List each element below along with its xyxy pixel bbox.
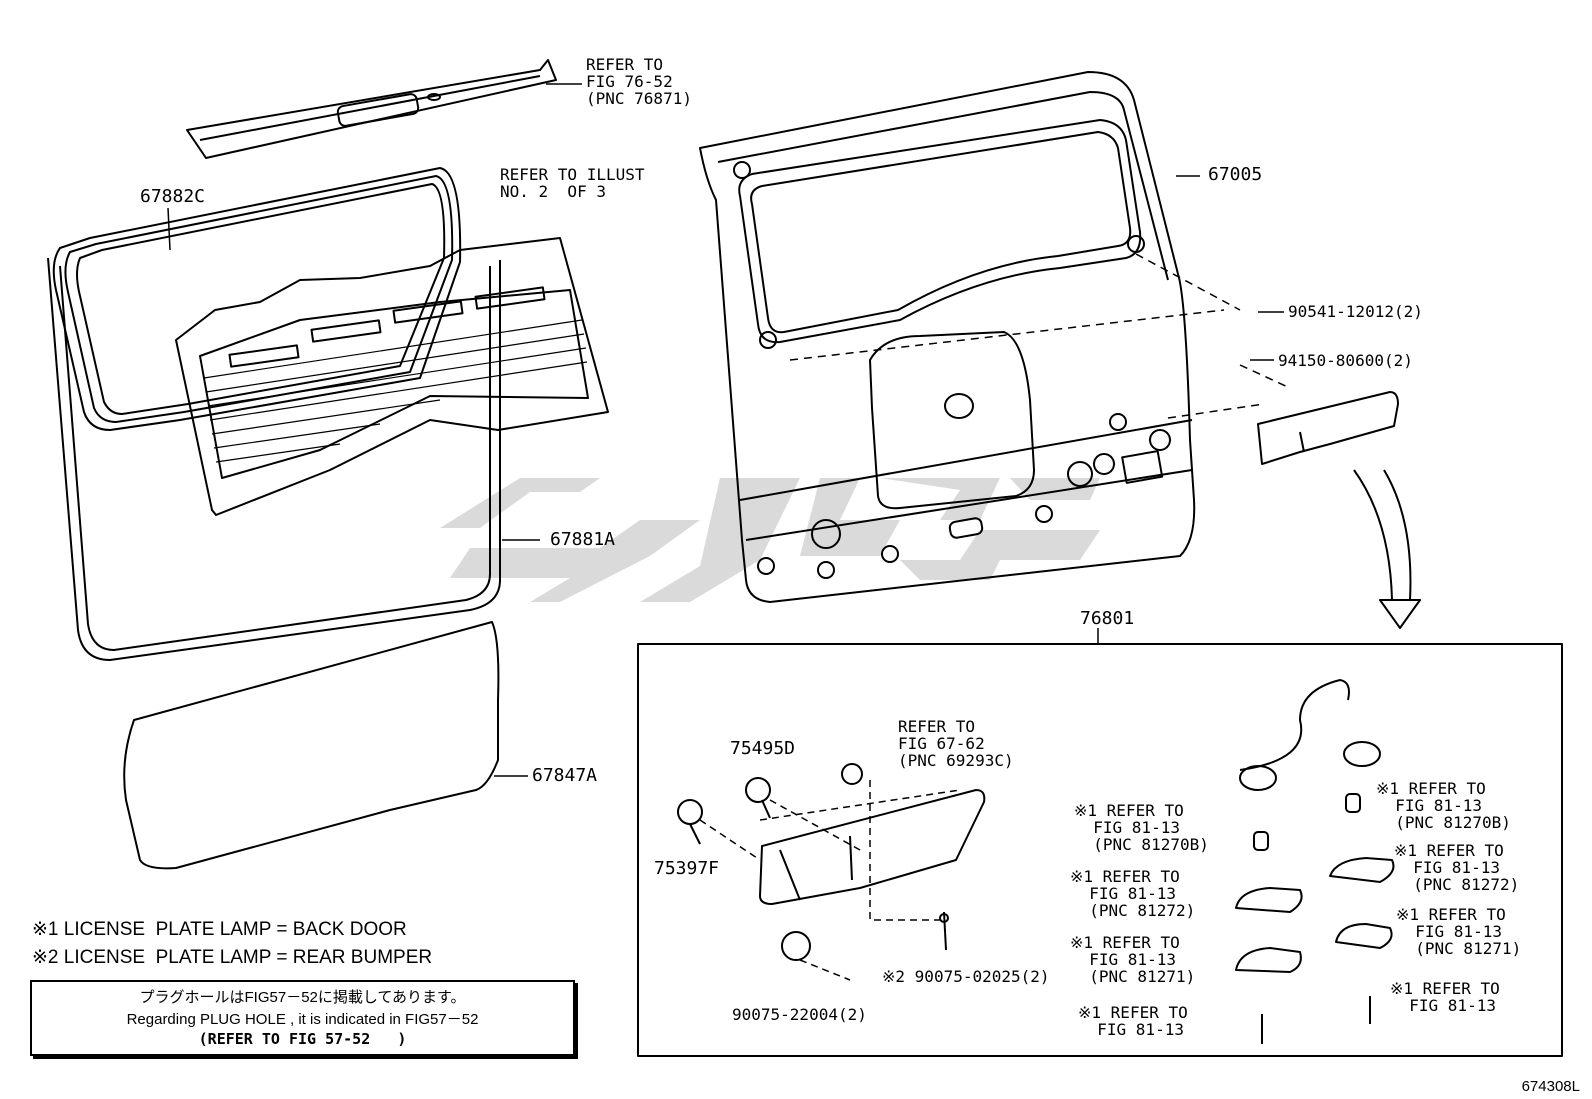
watermark-logo — [440, 478, 1100, 602]
weatherstrip-67881a — [47, 257, 501, 661]
leader-lines-box — [699, 780, 961, 981]
note-english: Regarding PLUG HOLE , it is indicated in… — [126, 1011, 479, 1028]
weatherstrip-67882c — [52, 167, 462, 431]
label-67882c: 67882C — [140, 186, 206, 207]
back-door-panel-67005 — [699, 71, 1196, 603]
label-90541: 90541-12012(2) — [1288, 302, 1423, 321]
label-refer-8113-left: ※1 REFER TO FIG 81-13 — [1078, 1003, 1188, 1039]
label-90075-22004: 90075-22004(2) — [732, 1005, 867, 1024]
plug-hole-note: プラグホールはFIG57－52に掲載してあります。 Regarding PLUG… — [30, 980, 575, 1056]
label-refer-81270b-left: ※1 REFER TO FIG 81-13 (PNC 81270B) — [1074, 801, 1209, 854]
lamp-bulbs-sockets — [1235, 679, 1395, 1044]
label-75495d: 75495D — [730, 738, 796, 759]
label-refer-8113-right: ※1 REFER TO FIG 81-13 — [1390, 979, 1500, 1015]
legend-line-1: ※1 LICENSE PLATE LAMP = BACK DOOR — [32, 919, 407, 940]
label-refer-81272-left: ※1 REFER TO FIG 81-13 (PNC 81272) — [1070, 867, 1196, 920]
leader-lines-upper — [167, 83, 1291, 777]
illustration-id: 674308L — [1521, 1078, 1580, 1095]
label-90075-02025: ※2 90075-02025(2) — [882, 967, 1050, 986]
license-lamp-housing — [1257, 391, 1399, 465]
label-refer-76-52: REFER TO FIG 76-52 (PNC 76871) — [586, 55, 692, 108]
label-refer-illust: REFER TO ILLUST NO. 2 OF 3 — [500, 165, 645, 201]
assembly-box-76801 — [637, 643, 1563, 1057]
label-refer-81272-right: ※1 REFER TO FIG 81-13 (PNC 81272) — [1394, 841, 1520, 894]
service-hole-cover-67847a — [123, 621, 500, 870]
legend-line-2: ※2 LICENSE PLATE LAMP = REAR BUMPER — [32, 947, 433, 968]
rear-spoiler — [186, 59, 557, 159]
fasteners — [677, 763, 949, 961]
label-76801: 76801 — [1080, 608, 1135, 629]
label-67005: 67005 — [1208, 164, 1263, 185]
license-lamp-garnish — [759, 789, 986, 905]
note-japanese: プラグホールはFIG57－52に掲載してあります。 — [139, 989, 466, 1006]
label-refer-81271-right: ※1 REFER TO FIG 81-13 (PNC 81271) — [1396, 905, 1522, 958]
label-94150: 94150-80600(2) — [1278, 351, 1413, 370]
label-refer-81271-left: ※1 REFER TO FIG 81-13 (PNC 81271) — [1070, 933, 1196, 986]
label-67881a: 67881A — [550, 529, 616, 550]
label-67847a: 67847A — [532, 765, 598, 786]
label-refer-67-62: REFER TO FIG 67-62 (PNC 69293C) — [898, 717, 1014, 770]
curved-arrow — [1353, 469, 1421, 629]
label-refer-81270b-right: ※1 REFER TO FIG 81-13 (PNC 81270B) — [1376, 779, 1511, 832]
label-75397f: 75397F — [654, 858, 720, 879]
back-door-glass-trim — [175, 237, 609, 516]
note-reference: (REFER TO FIG 57-52 ) — [198, 1030, 407, 1048]
